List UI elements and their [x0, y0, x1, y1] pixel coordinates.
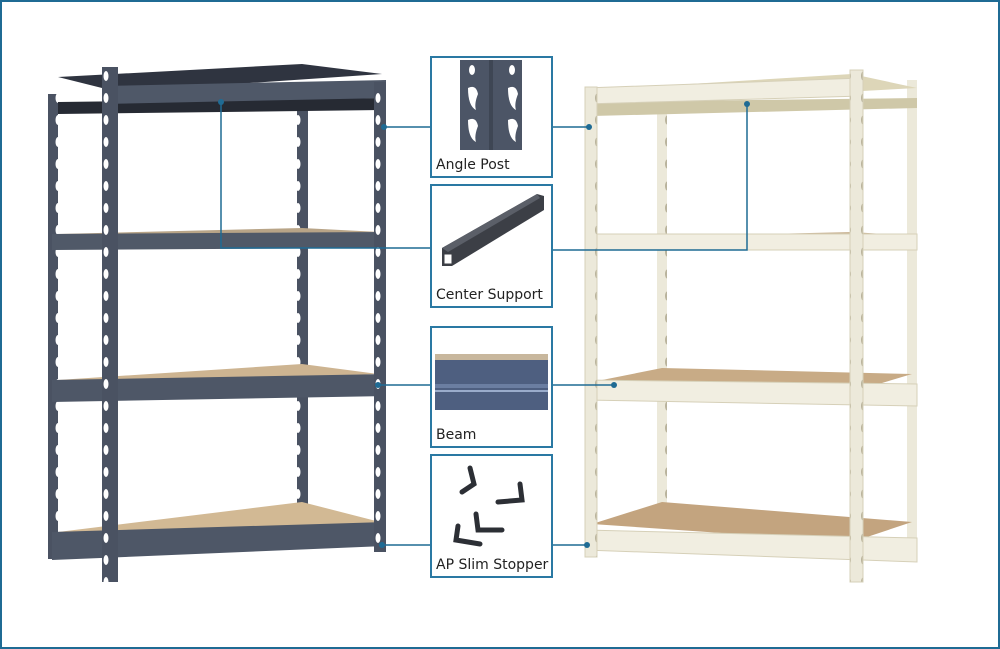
front-right-post — [849, 69, 864, 583]
back-left-post — [657, 112, 667, 507]
callout-label: Center Support — [436, 287, 543, 303]
back-right-post — [907, 80, 917, 550]
top-shelf — [58, 64, 382, 92]
center-support-photo-icon — [442, 194, 544, 266]
angle-post-photo-icon — [460, 60, 522, 150]
callout-angle-post: Angle Post — [430, 56, 553, 178]
beam-2 — [584, 233, 918, 251]
front-left-post — [584, 86, 598, 558]
beam-photo-icon — [435, 354, 548, 410]
dark-shelving-unit — [48, 64, 386, 582]
beam-4 — [52, 522, 386, 560]
callout-dots — [218, 99, 750, 548]
light-shelving-unit — [584, 69, 918, 583]
callout-center-support: Center Support — [430, 184, 553, 308]
beam-3 — [52, 374, 386, 402]
front-left-post — [102, 67, 118, 582]
beam-2 — [52, 232, 386, 250]
front-right-post — [374, 82, 386, 552]
beam-3 — [584, 379, 918, 407]
back-left-post — [48, 94, 58, 559]
callout-label: Angle Post — [436, 157, 510, 173]
callout-lines — [220, 102, 748, 546]
back-right-post — [297, 102, 308, 512]
callout-label: AP Slim Stopper — [436, 557, 549, 573]
shelf-4-board — [592, 502, 912, 542]
slim-stopper-photo-icon — [453, 465, 525, 547]
beam-1 — [102, 80, 386, 104]
callout-beam: Beam — [430, 326, 553, 448]
callout-label: Beam — [436, 427, 477, 443]
callout-slim-stopper: AP Slim Stopper — [430, 454, 553, 578]
